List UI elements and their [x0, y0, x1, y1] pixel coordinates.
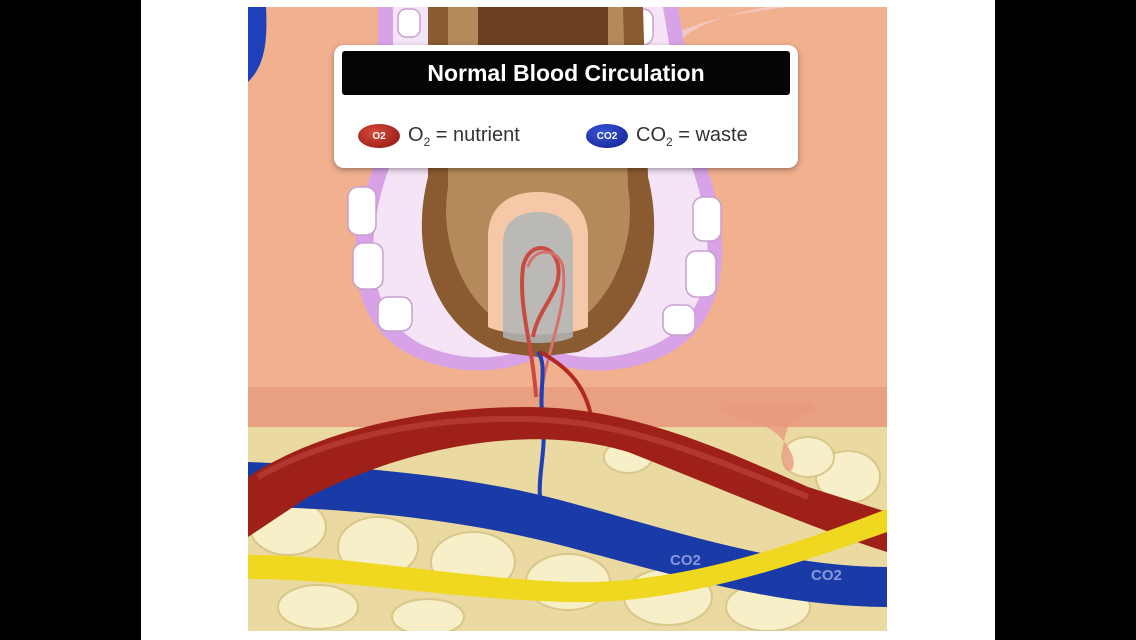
co2-label: CO2 = waste: [636, 123, 748, 149]
capillary-loop: [520, 246, 561, 398]
legend-item-o2: O2 O2 = nutrient: [358, 121, 520, 151]
co2-molecule-icon: CO2: [586, 124, 628, 148]
co2-vessel-label-1: CO2: [670, 552, 701, 569]
vein-top-left: [248, 7, 267, 82]
nerve-fiber: [248, 509, 887, 603]
o2-molecule-icon: O2: [358, 124, 400, 148]
o2-label: O2 = nutrient: [408, 123, 520, 149]
legend-title: Normal Blood Circulation: [342, 51, 790, 95]
co2-vessel-label-2: CO2: [811, 567, 842, 584]
large-artery: [248, 407, 887, 552]
legend-item-co2: CO2 CO2 = waste: [586, 121, 748, 151]
legend-card: Normal Blood Circulation O2 O2 = nutrien…: [334, 45, 798, 168]
